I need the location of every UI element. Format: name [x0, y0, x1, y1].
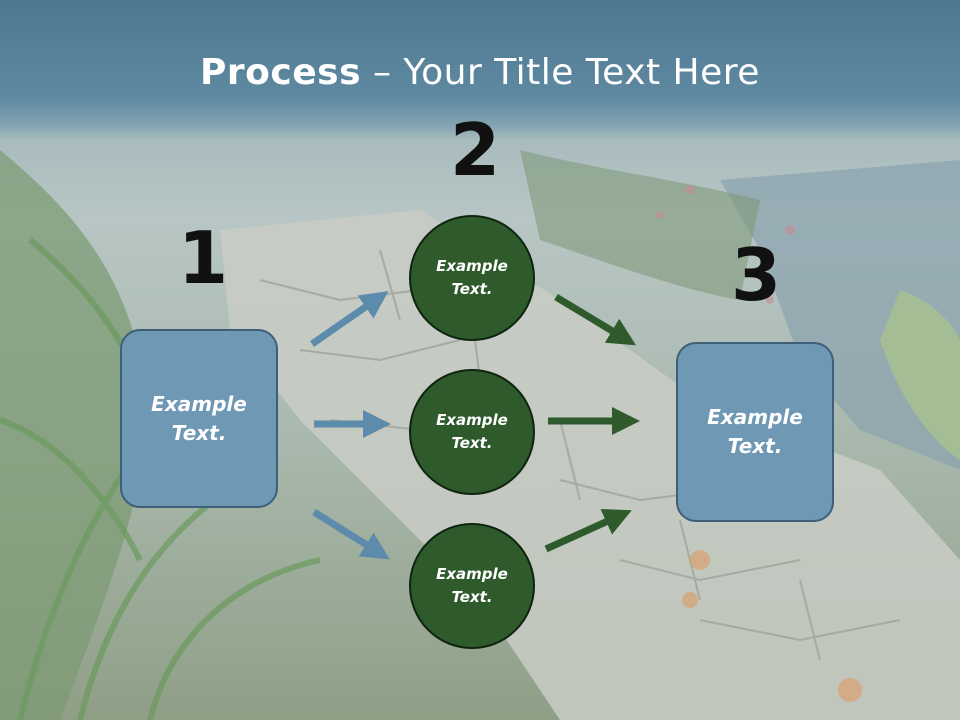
slide-title: Process – Your Title Text Here — [0, 52, 960, 93]
circle-step-bottom: Example Text. — [409, 523, 535, 649]
right-box-label: Example Text. — [707, 405, 803, 458]
step-number-2: 2 — [450, 108, 501, 192]
circle-step-middle: Example Text. — [409, 369, 535, 495]
title-rest: – Your Title Text Here — [361, 52, 760, 93]
step-number-1: 1 — [178, 216, 229, 300]
step-number-3: 3 — [731, 233, 782, 317]
circle-top-label: Example Text. — [436, 257, 508, 298]
circle-bottom-label: Example Text. — [436, 565, 508, 606]
right-process-box: Example Text. — [676, 342, 834, 522]
title-band — [0, 0, 960, 140]
circle-middle-label: Example Text. — [436, 411, 508, 452]
left-process-box: Example Text. — [120, 329, 278, 508]
title-bold: Process — [200, 52, 362, 93]
circle-step-top: Example Text. — [409, 215, 535, 341]
left-box-label: Example Text. — [151, 391, 247, 445]
